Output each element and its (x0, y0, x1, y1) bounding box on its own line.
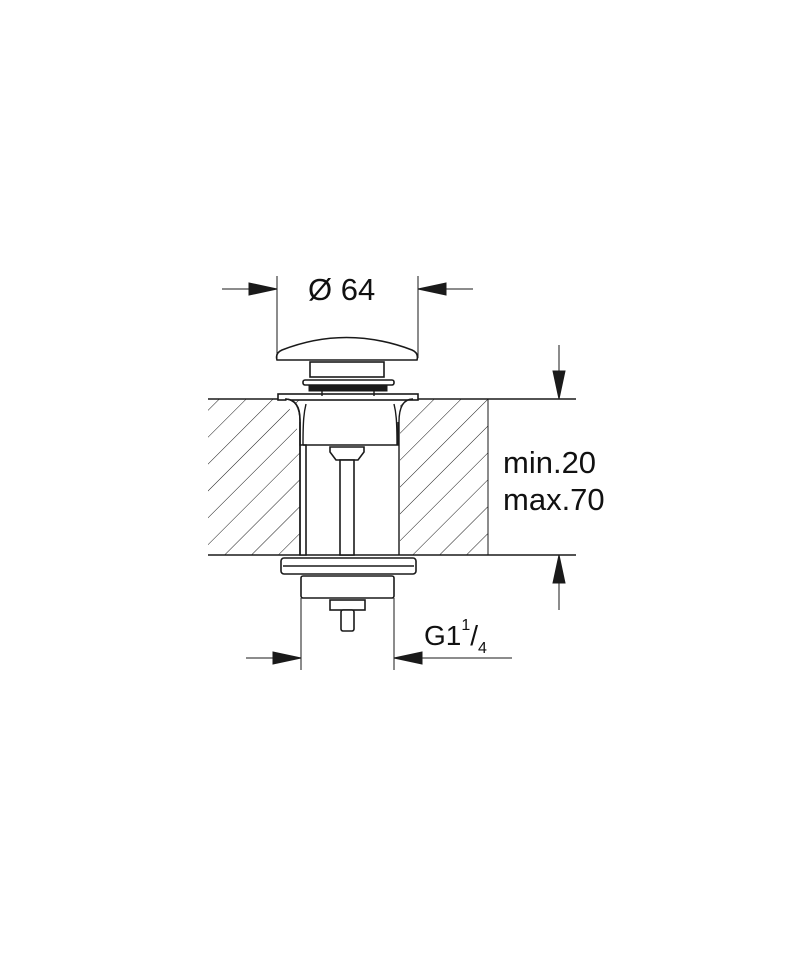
thickness-max: max.70 (503, 482, 605, 517)
valve-cap (275, 336, 419, 396)
thread-numerator: 1 (461, 617, 471, 634)
bottom-nut (280, 557, 417, 632)
thread-prefix: G1 (424, 620, 462, 651)
thickness-dimension (552, 345, 566, 610)
thread-label: G11/4 (424, 618, 487, 657)
diameter-label: Ø 64 (308, 272, 376, 307)
thread-denominator: 4 (478, 640, 487, 657)
thickness-label: min.20 max.70 (503, 444, 605, 518)
thickness-min: min.20 (503, 445, 597, 480)
countertop-section (208, 398, 576, 556)
diameter-dimension (222, 276, 473, 358)
thread-slash: / (470, 620, 479, 651)
valve-body (277, 393, 419, 556)
thread-dimension (246, 598, 512, 670)
